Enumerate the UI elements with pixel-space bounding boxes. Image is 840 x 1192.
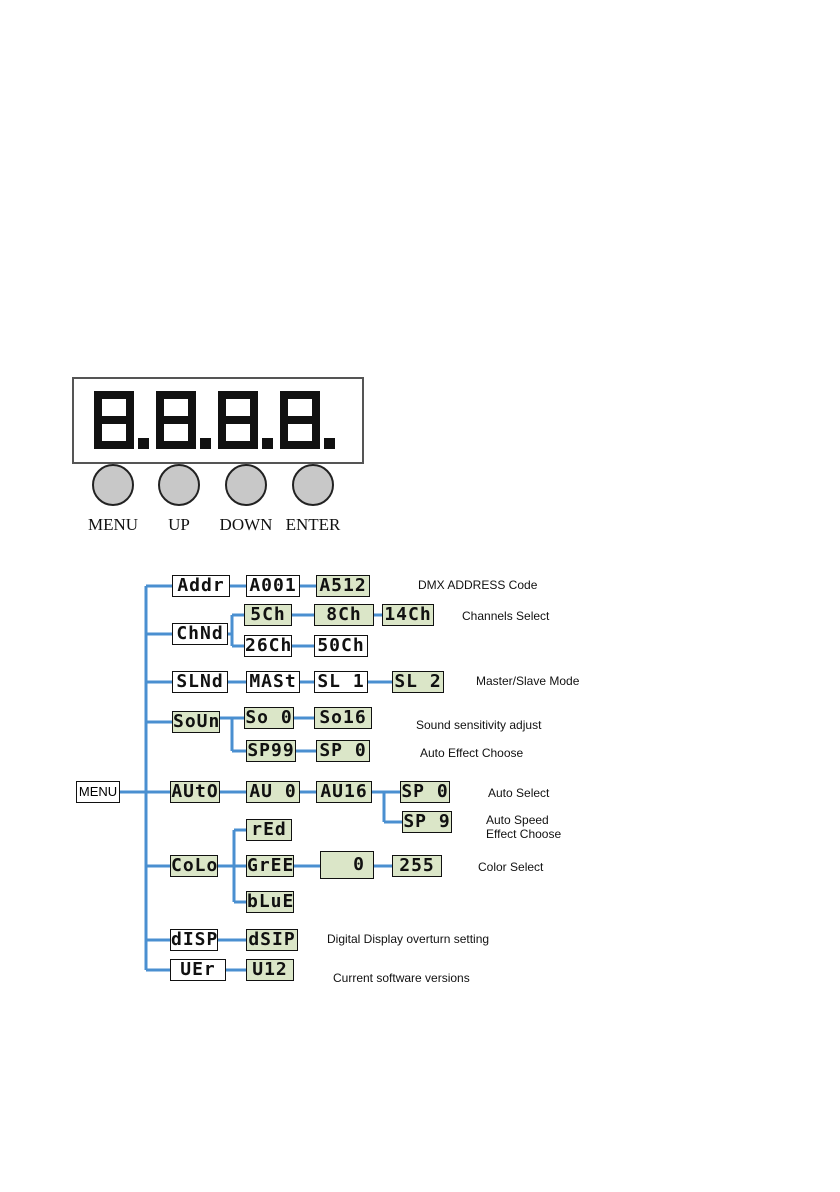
desc-display-overturn: Digital Display overturn setting (327, 932, 490, 946)
node-sp0: SP 0 (316, 740, 370, 762)
down-button[interactable] (225, 464, 267, 506)
node-8ch: 8Ch (314, 604, 374, 626)
node-sl1: SL 1 (314, 671, 368, 693)
node-soun: SoUn (172, 711, 220, 733)
node-au16: AU16 (316, 781, 372, 803)
up-button-label: UP (168, 515, 190, 534)
segment-decimal-point (200, 438, 211, 449)
node-colo: CoLo (170, 855, 218, 877)
node-addr: Addr (172, 575, 230, 597)
desc-sound-sensitivity: Sound sensitivity adjust (416, 718, 542, 732)
node-au0: AU 0 (246, 781, 300, 803)
desc-master-slave: Master/Slave Mode (476, 674, 580, 688)
node-value-0: 0 (320, 851, 374, 879)
menu-button[interactable] (92, 464, 134, 506)
node-14ch: 14Ch (382, 604, 434, 626)
node-red: rEd (246, 819, 292, 841)
node-ver: UEr (170, 959, 226, 981)
node-auto-sp0: SP 0 (400, 781, 450, 803)
segment-decimal-point (324, 438, 335, 449)
desc-dmx-address: DMX ADDRESS Code (418, 578, 538, 592)
segment-digit (280, 391, 335, 449)
desc-color-select: Color Select (478, 860, 544, 874)
up-button[interactable] (158, 464, 200, 506)
node-sl2: SL 2 (392, 671, 444, 693)
node-chnd: ChNd (172, 623, 228, 645)
desc-effect-choose: Effect Choose (486, 827, 562, 841)
segment-decimal-point (138, 438, 149, 449)
led-display-panel (72, 377, 364, 464)
node-26ch: 26Ch (244, 635, 292, 657)
node-so16: So16 (314, 707, 372, 729)
node-mast: MASt (246, 671, 300, 693)
node-disp: dISP (170, 929, 218, 951)
down-button-label: DOWN (219, 515, 273, 534)
menu-root: MENU (76, 781, 120, 803)
desc-channels-select: Channels Select (462, 609, 550, 623)
node-gree: GrEE (246, 855, 294, 877)
node-50ch: 50Ch (314, 635, 368, 657)
desc-auto-speed: Auto Speed (486, 813, 549, 827)
node-auto: AUtO (170, 781, 220, 803)
segment-digit (94, 391, 149, 449)
node-sp99: SP99 (246, 740, 296, 762)
node-dsip: dSIP (246, 929, 298, 951)
segment-digit (218, 391, 273, 449)
desc-auto-select: Auto Select (488, 786, 550, 800)
node-slnd: SLNd (172, 671, 228, 693)
node-a001: A001 (246, 575, 300, 597)
node-v12: U12 (246, 959, 294, 981)
node-a512: A512 (316, 575, 370, 597)
enter-button-label: ENTER (285, 515, 341, 534)
seven-segment-digits (94, 391, 335, 449)
node-so0: So 0 (244, 707, 294, 729)
enter-button[interactable] (292, 464, 334, 506)
node-255: 255 (392, 855, 442, 877)
node-5ch: 5Ch (244, 604, 292, 626)
menu-button-label: MENU (87, 515, 139, 534)
desc-software-version: Current software versions (333, 971, 470, 985)
node-blue: bLuE (246, 891, 294, 913)
node-auto-sp9: SP 9 (402, 811, 452, 833)
segment-decimal-point (262, 438, 273, 449)
desc-auto-effect: Auto Effect Choose (420, 746, 524, 760)
segment-digit (156, 391, 211, 449)
